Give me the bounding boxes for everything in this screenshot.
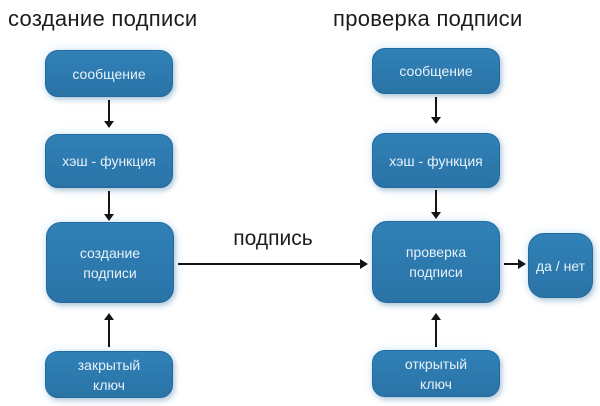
arrow-message-to-hash-right [435,97,437,117]
node-result-yes-no: да / нет [528,233,593,298]
node-label-line2: ключ [420,375,452,392]
node-label: хэш - функция [62,153,156,169]
right-column-title: проверка подписи [333,6,523,31]
arrow-hash-to-verify-right [435,190,437,212]
node-label: сообщение [72,65,146,82]
node-label-line2: ключ [93,376,125,393]
arrow-hash-to-sign-left [108,191,110,214]
node-public-key: открытый ключ [372,350,500,397]
node-label-line1: создание [79,244,141,261]
arrow-private-key-to-sign [108,320,110,347]
node-label: да / нет [535,257,586,274]
node-label-line1: открытый [404,355,468,372]
node-label-line2: подписи [409,264,463,280]
node-label-line1: закрытый [77,356,141,373]
node-private-key: закрытый ключ [45,351,173,398]
node-hash-function-right: хэш - функция [372,133,500,188]
node-message-right: сообщение [372,48,500,94]
signature-edge-label: подпись [233,227,313,250]
node-hash-function-left: хэш - функция [45,134,173,188]
arrow-message-to-hash-left [108,100,110,121]
node-signature-verification: проверка подписи [372,221,500,303]
arrow-sign-to-verify [178,263,360,265]
node-message-left: сообщение [45,50,173,97]
arrow-public-key-to-verify [435,320,437,347]
left-column-title: создание подписи [8,6,198,31]
arrow-verify-to-result [504,263,518,265]
node-label-line1: проверка [405,244,467,260]
node-signature-creation: создание подписи [46,222,174,303]
node-label-line2: подписи [83,264,137,281]
node-label: сообщение [399,63,473,79]
node-label: хэш - функция [389,152,483,169]
